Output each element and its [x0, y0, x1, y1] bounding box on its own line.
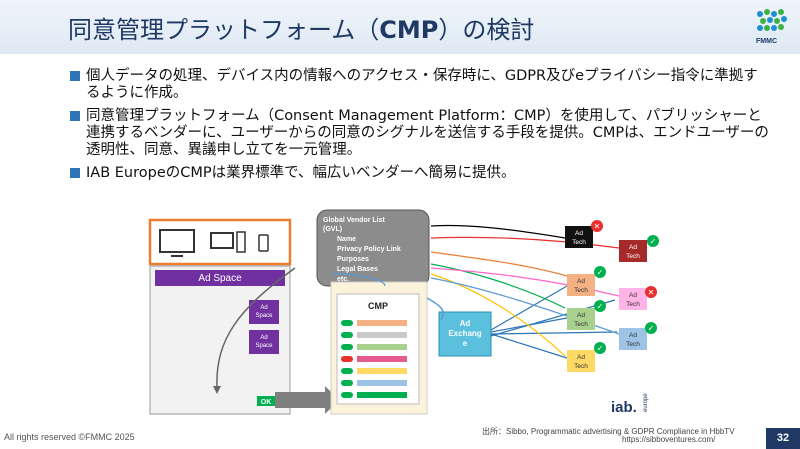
gvl-title: Global Vendor List [323, 217, 386, 224]
svg-text:Ad: Ad [577, 312, 585, 319]
check-icon: ✓ [647, 235, 659, 247]
bullet-square-icon [70, 168, 80, 178]
svg-text:Tech: Tech [626, 301, 640, 308]
source-credit: 出所：Sibbo, Programmatic advertising & GDP… [482, 427, 735, 436]
svg-text:Exchang: Exchang [448, 329, 481, 338]
svg-text:Ad: Ad [575, 230, 583, 237]
small-ad-1-label2: Space [255, 313, 273, 319]
bullet-item: 同意管理プラットフォーム（Consent Management Platform… [70, 108, 770, 159]
cmp-toggle-rows [341, 320, 407, 398]
small-ad-1 [249, 300, 279, 324]
gvl-item: Purposes [337, 256, 369, 263]
svg-text:Ad: Ad [577, 354, 585, 361]
svg-text:✕: ✕ [648, 288, 655, 297]
gray-flow-arrow [275, 386, 339, 414]
check-icon: ✓ [645, 322, 657, 334]
cmp-flow-diagram: Ad Space Ad Space Ad Space Global Vendor… [148, 209, 659, 416]
tv-icon [159, 229, 195, 257]
title-bar [0, 0, 800, 54]
small-ad-1-label: Ad [260, 305, 267, 311]
svg-text:Tech: Tech [574, 321, 588, 328]
svg-text:e: e [463, 339, 468, 348]
small-ad-2-label2: Space [255, 343, 273, 349]
x-icon: ✕ [591, 220, 603, 232]
desktop-icon [210, 231, 246, 253]
svg-text:Ad: Ad [629, 332, 637, 339]
small-ad-2-label: Ad [260, 335, 267, 341]
svg-text:✕: ✕ [594, 222, 601, 231]
ad-space-label: Ad Space [198, 273, 242, 284]
gvl-item: Name [337, 236, 356, 243]
svg-text:Tech: Tech [572, 239, 586, 246]
ok-label: OK [261, 399, 272, 406]
return-arrow [216, 267, 296, 389]
svg-text:Tech: Tech [574, 287, 588, 294]
svg-text:Ad: Ad [629, 292, 637, 299]
copyright: All rights reserved ©FMMC 2025 [4, 432, 135, 442]
check-icon: ✓ [594, 300, 606, 312]
gvl-item: etc. [337, 276, 349, 283]
svg-text:Ad: Ad [629, 244, 637, 251]
svg-text:Ad: Ad [460, 319, 471, 328]
ad-space-banner [155, 270, 285, 286]
bullet-square-icon [70, 111, 80, 121]
cmp-label: CMP [368, 301, 388, 311]
fmmc-logo [757, 9, 787, 31]
devices-box [148, 218, 292, 266]
svg-text:Tech: Tech [574, 363, 588, 370]
bullet-list: 個人データの処理、デバイス内の情報へのアクセス・保存時に、GDPR及びeプライバ… [70, 68, 770, 188]
bullet-item: IAB EuropeのCMPは業界標準で、幅広いベンダーへ簡易に提供。 [70, 165, 770, 182]
svg-text:✓: ✓ [650, 237, 657, 246]
svg-text:✓: ✓ [648, 324, 655, 333]
return-arrowhead [213, 386, 221, 394]
slide-title: 同意管理プラットフォーム（CMP）の検討 [68, 16, 535, 44]
ok-button [257, 396, 275, 406]
svg-text:✓: ✓ [597, 268, 604, 277]
svg-text:Tech: Tech [626, 253, 640, 260]
iab-logo: iab. [611, 399, 637, 416]
svg-text:✓: ✓ [597, 302, 604, 311]
gvl-item: Legal Bases [337, 266, 378, 273]
svg-text:Ad: Ad [577, 278, 585, 285]
svg-text:Tech: Tech [626, 341, 640, 348]
bullet-item: 個人データの処理、デバイス内の情報へのアクセス・保存時に、GDPR及びeプライバ… [70, 68, 770, 102]
svg-text:✓: ✓ [597, 344, 604, 353]
x-icon: ✕ [645, 286, 657, 298]
gvl-title2: (GVL) [323, 226, 342, 233]
phone-icon [258, 234, 269, 252]
source-url[interactable]: https://sibboventures.com/ [622, 435, 716, 444]
small-ad-2 [249, 330, 279, 354]
bullet-square-icon [70, 71, 80, 81]
check-icon: ✓ [594, 266, 606, 278]
gvl-item: Privacy Policy Link [337, 246, 401, 253]
check-icon: ✓ [594, 342, 606, 354]
page-number: 32 [766, 428, 800, 449]
iab-europe-label: europe [643, 393, 649, 412]
logo-label: FMMC [756, 38, 777, 45]
